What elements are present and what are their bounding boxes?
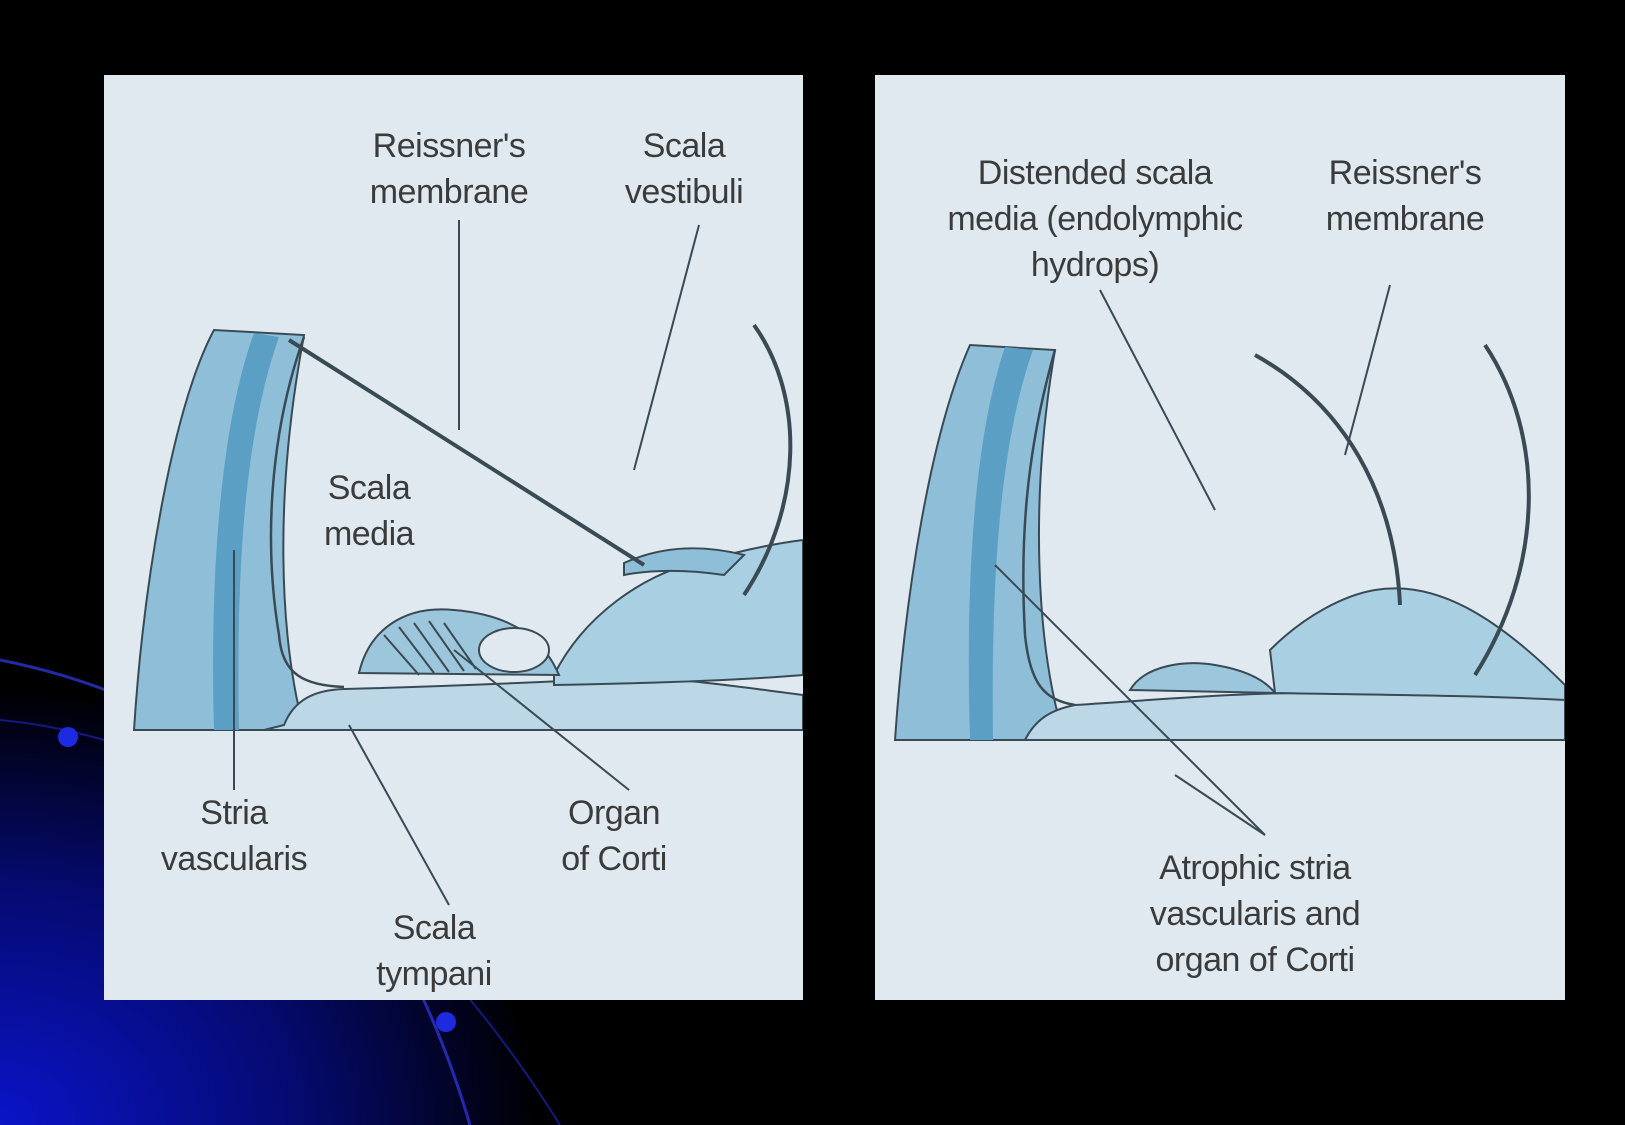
tectorial-membrane — [623, 547, 746, 577]
hair-cell-hatching — [383, 620, 477, 676]
label-scala-vestibuli: Scala vestibuli — [624, 127, 744, 211]
label-distended-scala-media: Distended scala media (endolymphic hydro… — [947, 154, 1243, 284]
label-organ-of-corti: Organ of Corti — [561, 794, 667, 878]
label-scala-tympani: Scala tympani — [376, 909, 492, 993]
hydrops-vestibuli-wall — [1473, 343, 1531, 677]
reissners-membrane-line — [287, 338, 646, 567]
basilar-floor — [263, 677, 803, 731]
hydrops-stria-band — [968, 347, 1033, 740]
scala-vestibuli-wall — [742, 323, 793, 597]
hydrops-reissners-membrane — [1254, 353, 1402, 606]
hydrops-scala-media-wall — [1022, 349, 1076, 707]
hydrops-leader-lines — [994, 284, 1391, 836]
scala-media-outer-wall — [269, 336, 345, 689]
leader-lines — [233, 220, 700, 906]
hydrops-atrophic-corti — [1128, 662, 1278, 695]
hydrops-basilar-floor — [1023, 691, 1565, 741]
hydrops-spiral-limbus — [1268, 587, 1565, 702]
stria-vascularis-band — [213, 333, 279, 730]
label-stria-vascularis: Stria vascularis — [160, 794, 308, 878]
label-scala-media: Scala media — [323, 469, 415, 553]
hydrops-cochlea-panel: Distended scala media (endolymphic hydro… — [875, 75, 1565, 1000]
spiral-limbus — [553, 538, 803, 687]
hydrops-cochlea-drawing — [893, 284, 1565, 836]
normal-cochlea-panel: Reissner's membrane Scala vestibuli Scal… — [104, 75, 803, 1000]
label-atrophic-stria: Atrophic stria vascularis and organ of C… — [1149, 849, 1361, 979]
label-reissners-membrane: Reissner's membrane — [369, 127, 529, 211]
organ-of-corti-tunnel — [478, 627, 550, 673]
normal-cochlea-drawing — [132, 220, 803, 906]
swoosh-dot-1 — [58, 727, 78, 747]
label-reissners-membrane-right: Reissner's membrane — [1325, 154, 1485, 238]
swoosh-dot-2 — [436, 1012, 456, 1032]
